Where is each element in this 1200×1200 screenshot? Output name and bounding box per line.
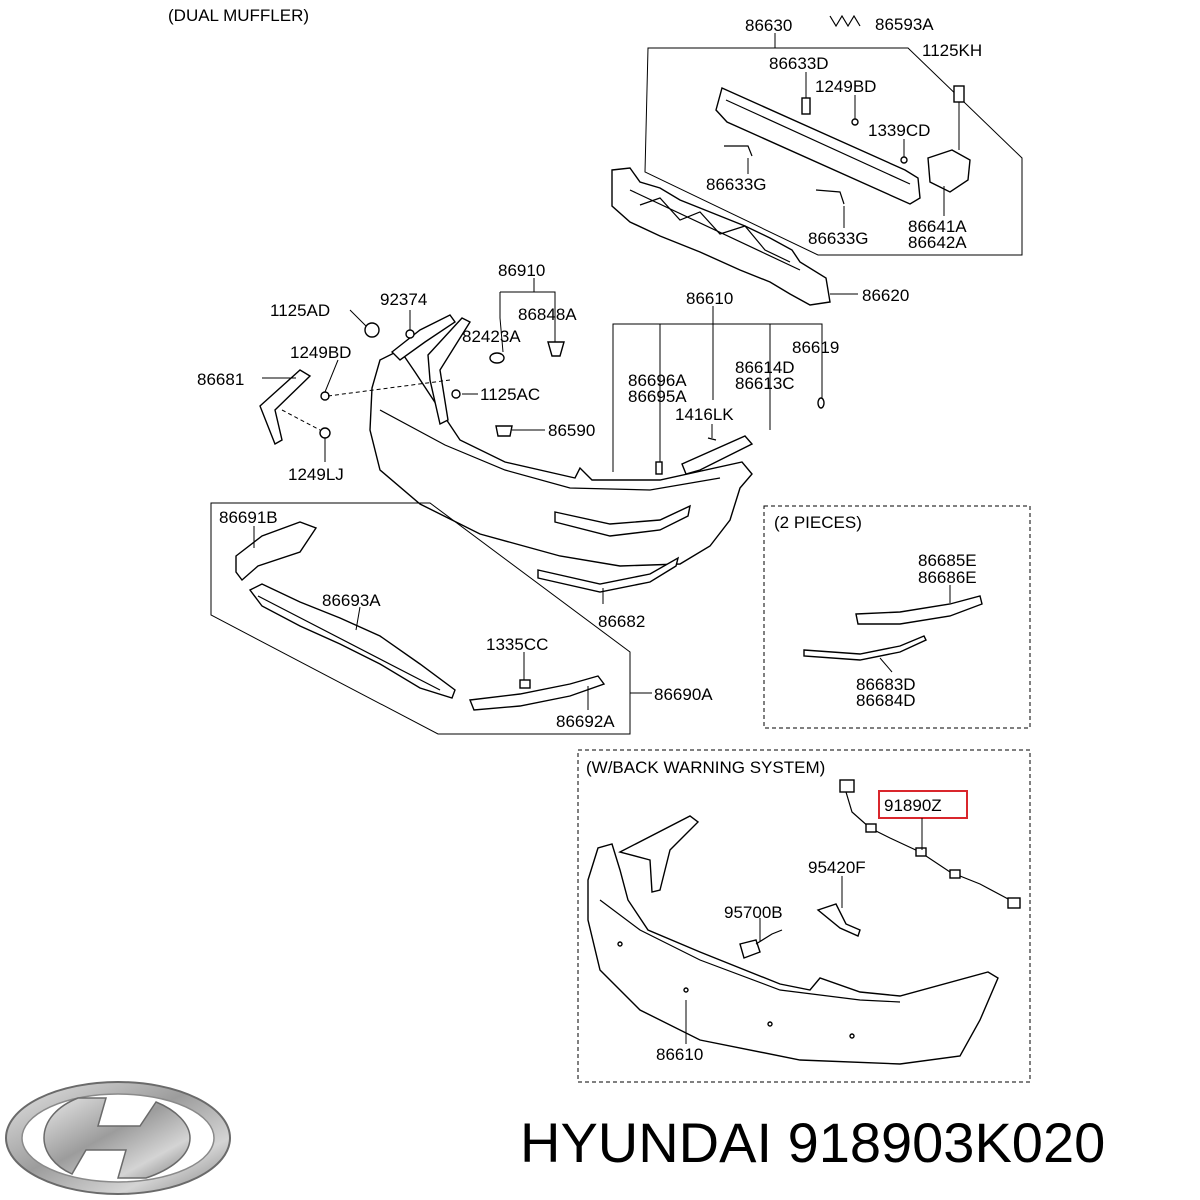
- label-86695A: 86695A: [628, 387, 687, 406]
- label-86682: 86682: [598, 612, 645, 631]
- label-86684D: 86684D: [856, 691, 916, 710]
- label-86696A: 86696A: [628, 371, 687, 390]
- label-1249LJ: 1249LJ: [288, 465, 344, 484]
- label-86692A: 86692A: [556, 712, 615, 731]
- part-number-caption: HYUNDAI 918903K020: [520, 1111, 1105, 1174]
- nut-1249BD-part: [851, 118, 859, 126]
- rear-beam-part: [715, 87, 921, 205]
- highlight-box-91890Z: [878, 790, 968, 819]
- energy-absorber-part: [611, 167, 831, 306]
- nut-1339CD-part: [900, 156, 908, 164]
- label-86620: 86620: [862, 286, 909, 305]
- label-86910: 86910: [498, 261, 545, 280]
- back-warning-group: (W/BACK WARNING SYSTEM) 91890Z 95420F 95…: [577, 749, 1031, 1083]
- bracket-upper-part: [618, 815, 700, 893]
- retainer-86590-part: [495, 425, 513, 437]
- screw-1249LJ-part: [319, 427, 331, 439]
- label-86691B: 86691B: [219, 508, 278, 527]
- clip-1335CC-part: [519, 679, 531, 689]
- label-86590: 86590: [548, 421, 595, 440]
- label-1339CD: 1339CD: [868, 121, 930, 140]
- bracket-86692A-part: [469, 675, 606, 711]
- bracket-86641A-part: [927, 149, 971, 193]
- label-1249BD-top: 1249BD: [815, 77, 876, 96]
- two-pieces-box: [763, 505, 1031, 729]
- grommet-82423A-part: [489, 352, 505, 364]
- screw-1125AC-part: [451, 389, 461, 399]
- side-bracket-86910-part: [427, 317, 472, 426]
- label-1125AC: 1125AC: [480, 385, 540, 404]
- nut-92374-part: [405, 329, 415, 339]
- label-1335CC: 1335CC: [486, 635, 548, 654]
- label-86633D: 86633D: [769, 54, 829, 73]
- reinforcement-group-box: [644, 47, 1023, 256]
- label-86633G-a: 86633G: [706, 175, 767, 194]
- label-86610-bottom: 86610: [656, 1045, 703, 1064]
- rail-group-box: [210, 502, 631, 735]
- label-91890Z: 91890Z: [884, 796, 942, 815]
- bumper-group: 86910 1125AD 92374 86848A 82423A 1249BD …: [197, 261, 839, 631]
- label-86693A: 86693A: [322, 591, 381, 610]
- clip-86633G-a-part: [724, 145, 753, 157]
- label-86683D: 86683D: [856, 675, 916, 694]
- two-pieces-note: (2 PIECES): [774, 513, 862, 532]
- holder-95420F-part: [816, 903, 861, 937]
- moulding-86682-part: [537, 556, 680, 593]
- label-82423A: 82423A: [462, 327, 521, 346]
- label-86641A: 86641A: [908, 217, 967, 236]
- label-86593A: 86593A: [875, 15, 934, 34]
- label-86686E: 86686E: [918, 568, 977, 587]
- label-86619: 86619: [792, 338, 839, 357]
- reflector-strip-part: [554, 504, 691, 537]
- rail-86693A-part: [248, 583, 456, 699]
- screw-1249BD-part: [320, 391, 330, 401]
- clip-86696A-part: [655, 461, 663, 475]
- label-86642A: 86642A: [908, 233, 967, 252]
- label-95420F: 95420F: [808, 858, 866, 877]
- clip-86848A-part: [547, 341, 565, 357]
- bolt-1125KH-part: [953, 85, 965, 103]
- label-1249BD-left: 1249BD: [290, 343, 351, 362]
- moulding-86683D-part: [803, 635, 927, 661]
- rail-group: 86691B 86693A 1335CC 86690A 86692A: [210, 502, 713, 735]
- label-1416LK: 1416LK: [675, 405, 734, 424]
- label-86633G-b: 86633G: [808, 229, 869, 248]
- label-86681: 86681: [197, 370, 244, 389]
- retainer-part: [390, 314, 456, 361]
- dual-muffler-note: (DUAL MUFFLER): [168, 6, 309, 25]
- label-1125AD: 1125AD: [270, 301, 330, 320]
- spring-86593A-part: [829, 14, 861, 28]
- clip-1125AD-part: [364, 322, 380, 338]
- label-86690A: 86690A: [654, 685, 713, 704]
- label-86614D: 86614D: [735, 358, 795, 377]
- sensor-95700B-part: [739, 939, 761, 959]
- label-86848A: 86848A: [518, 305, 577, 324]
- hyundai-logo-icon: [5, 1081, 231, 1195]
- bracket-86614D-part: [681, 435, 754, 475]
- bracket-86691B-part: [235, 521, 318, 582]
- label-1125KH: 1125KH: [922, 41, 982, 60]
- label-86685E: 86685E: [918, 551, 977, 570]
- moulding-86685E-part: [855, 595, 983, 625]
- reinforcement-group: 86630 86593A 1125KH 86633D 1249BD 1339CD…: [611, 14, 1023, 306]
- label-92374: 92374: [380, 290, 427, 309]
- back-warning-box: [577, 749, 1031, 1083]
- back-warning-note: (W/BACK WARNING SYSTEM): [586, 758, 825, 777]
- clip-1416LK-part: [707, 437, 717, 441]
- two-pieces-group: (2 PIECES) 86685E 86686E 86683D 86684D: [763, 505, 1031, 729]
- clip-86633G-b-part: [815, 189, 845, 205]
- clip-86633D-part: [801, 97, 811, 115]
- sensor-bumper-part: [587, 843, 999, 1065]
- label-86610-top: 86610: [686, 289, 733, 308]
- bracket-86681-part: [259, 369, 312, 446]
- label-86613C: 86613C: [735, 374, 795, 393]
- label-86630: 86630: [745, 16, 792, 35]
- clip-86619-part: [817, 397, 825, 409]
- label-95700B: 95700B: [724, 903, 783, 922]
